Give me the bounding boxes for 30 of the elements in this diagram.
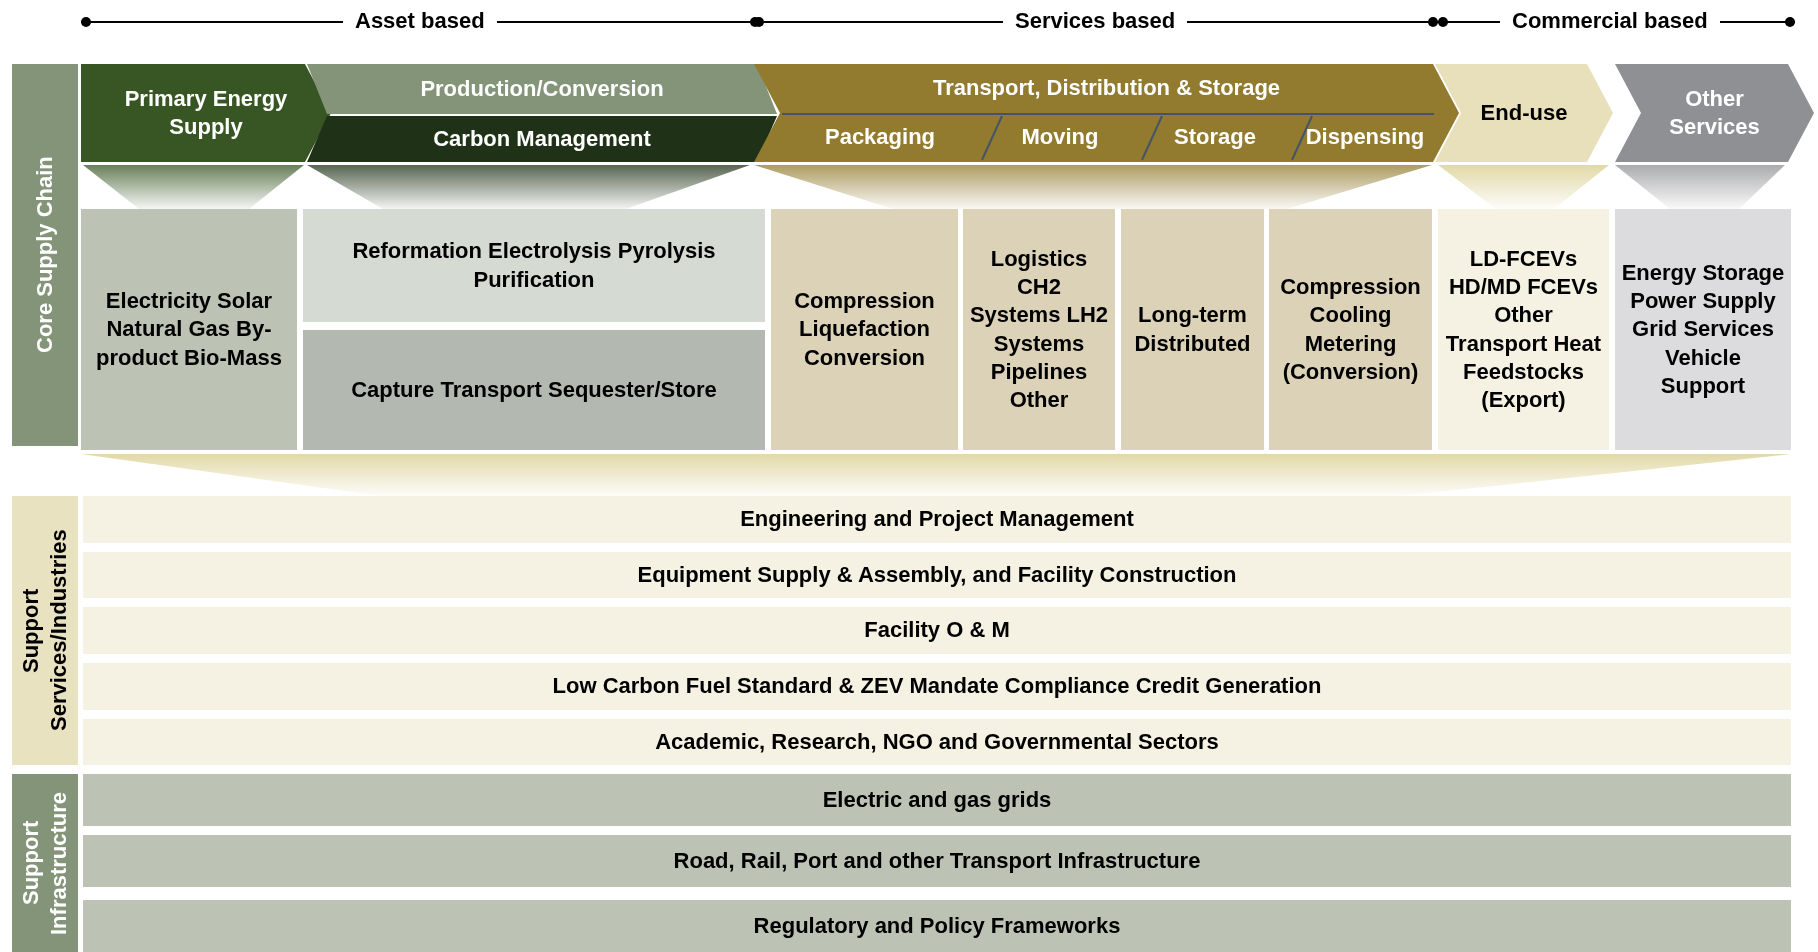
support-bar: Academic, Research, NGO and Governmental Sectors: [83, 719, 1791, 765]
category-box: Capture Transport Sequester/Store: [303, 330, 765, 450]
chevron-step: Other Services: [1615, 64, 1814, 162]
category-box: Reformation Electrolysis Pyrolysis Purification: [303, 209, 765, 322]
support-bar: Engineering and Project Management: [83, 496, 1791, 543]
side-band: Support Services/Industries: [12, 496, 78, 765]
category-box: Logistics CH2 Systems LH2 Systems Pipelines Other: [963, 209, 1115, 450]
side-band: Core Supply Chain: [12, 64, 78, 446]
category-box: Energy Storage Power Supply Grid Services Vehicle Support: [1615, 209, 1791, 450]
chevron-heading: Transport, Distribution & Storage: [931, 74, 1282, 102]
category-box: Compression Cooling Metering (Conversion): [1269, 209, 1432, 450]
support-bar: Equipment Supply & Assembly, and Facility Construction: [83, 552, 1791, 598]
category-box: LD-FCEVs HD/MD FCEVs Other Transport Heat Feedstocks (Export): [1438, 209, 1609, 450]
funnel-shape: [754, 165, 1432, 209]
side-band: Support Infrastructure: [12, 774, 78, 952]
support-bar: Road, Rail, Port and other Transport Infrastructure: [83, 835, 1791, 887]
support-bar: Electric and gas grids: [83, 774, 1791, 826]
chevron-step: Carbon Management: [307, 116, 777, 162]
segment-label: Moving: [980, 112, 1140, 162]
support-bar: Facility O & M: [83, 607, 1791, 654]
category-box: Compression Liquefaction Conversion: [771, 209, 958, 450]
support-bar: Regulatory and Policy Frameworks: [83, 900, 1791, 952]
category-box: Electricity Solar Natural Gas By-product Bio-Mass: [81, 209, 297, 450]
category-box: Long-term Distributed: [1121, 209, 1264, 450]
chevron-step: Primary Energy Supply: [81, 64, 331, 162]
chevron-step: Production/Conversion: [307, 64, 777, 114]
segment-label: Packaging: [780, 112, 980, 162]
chevron-step: End-use: [1435, 64, 1613, 162]
support-bar: Low Carbon Fuel Standard & ZEV Mandate Compliance Credit Generation: [83, 663, 1791, 710]
segment-label: Storage: [1140, 112, 1290, 162]
